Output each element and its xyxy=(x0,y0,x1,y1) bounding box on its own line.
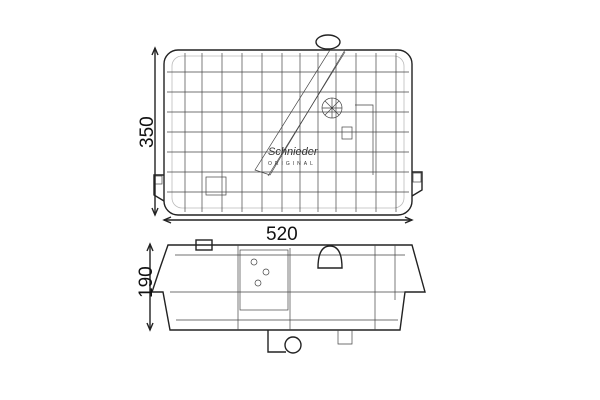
logo-brand: Schnieder xyxy=(268,146,319,158)
dimension-height-top: 350 xyxy=(137,116,158,148)
mount-lug-right xyxy=(411,171,423,197)
dimension-height-side: 190 xyxy=(136,266,157,298)
vent-fitting xyxy=(195,239,213,251)
tank-outline-side xyxy=(151,244,426,331)
logo-subtitle: ORIGINAL xyxy=(268,161,316,167)
dimension-width: 520 xyxy=(266,224,298,245)
mount-lug-left xyxy=(153,174,165,202)
reinforcement-grid xyxy=(167,53,409,212)
outlet-port xyxy=(267,330,302,354)
filler-cap-side xyxy=(317,245,343,269)
filler-cap xyxy=(315,34,341,50)
tank-outline-top xyxy=(163,49,413,216)
top-view: Schnieder ORIGINAL 350 520 xyxy=(137,34,423,245)
filler-pipe xyxy=(254,49,346,176)
side-view: 190 xyxy=(136,239,426,354)
